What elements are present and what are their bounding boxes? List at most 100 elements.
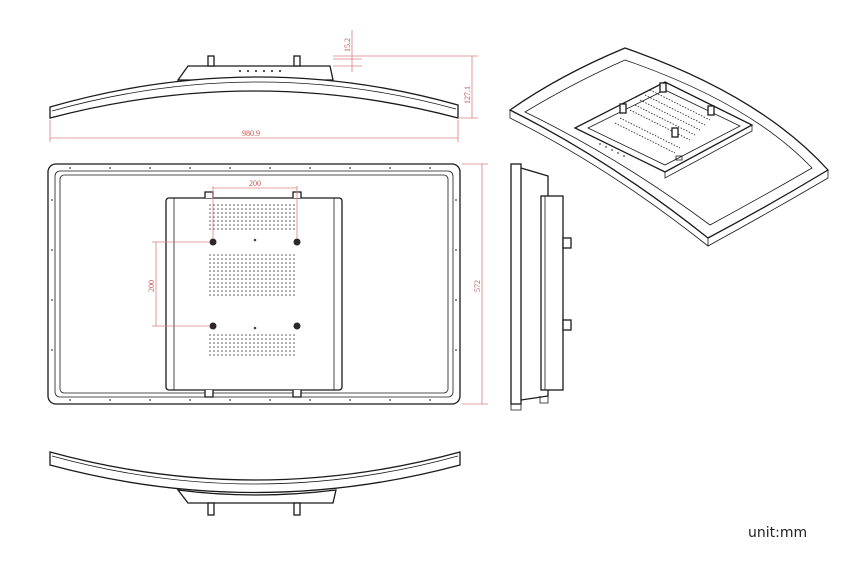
vent-hole bbox=[261, 262, 263, 264]
vent-hole bbox=[257, 212, 259, 214]
vent-hole bbox=[285, 350, 287, 352]
vent-hole bbox=[229, 220, 231, 222]
vent-hole bbox=[233, 282, 235, 284]
vent-hole bbox=[217, 294, 219, 296]
vent-hole bbox=[285, 262, 287, 264]
vent-hole bbox=[209, 228, 211, 230]
vent-hole bbox=[293, 342, 295, 344]
vent-hole bbox=[285, 294, 287, 296]
vent-hole bbox=[209, 266, 211, 268]
vent-hole bbox=[253, 278, 255, 280]
vent-hole bbox=[269, 338, 271, 340]
vent-hole bbox=[213, 346, 215, 348]
vent-hole bbox=[285, 278, 287, 280]
vent-hole bbox=[225, 262, 227, 264]
vent-hole bbox=[221, 334, 223, 336]
vent-hole bbox=[285, 258, 287, 260]
vent-hole bbox=[293, 338, 295, 340]
top-view: 980.9 15.2 127.1 bbox=[49, 30, 478, 142]
vent-hole bbox=[221, 278, 223, 280]
vent-hole bbox=[213, 258, 215, 260]
vent-hole bbox=[265, 278, 267, 280]
vent-hole bbox=[217, 274, 219, 276]
vent-hole bbox=[225, 254, 227, 256]
vent-hole bbox=[277, 220, 279, 222]
vent-hole bbox=[233, 262, 235, 264]
vent-hole bbox=[213, 266, 215, 268]
vent-hole bbox=[285, 228, 287, 230]
vent-hole bbox=[261, 350, 263, 352]
connector bbox=[619, 103, 627, 114]
vent-hole bbox=[245, 270, 247, 272]
vent-hole bbox=[281, 258, 283, 260]
vent-hole bbox=[233, 228, 235, 230]
vent-hole bbox=[237, 208, 239, 210]
vent-hole bbox=[233, 334, 235, 336]
vent-hole bbox=[253, 262, 255, 264]
vent-hole bbox=[285, 354, 287, 356]
vent-hole bbox=[269, 224, 271, 226]
vent-hole bbox=[257, 216, 259, 218]
vent-hole bbox=[261, 254, 263, 256]
vent-hole bbox=[213, 290, 215, 292]
vent-hole bbox=[273, 278, 275, 280]
perspective-vents bbox=[614, 89, 711, 154]
vent-hole bbox=[285, 208, 287, 210]
vent-hole bbox=[269, 350, 271, 352]
vent-hole bbox=[225, 294, 227, 296]
vent-hole bbox=[233, 294, 235, 296]
vent-hole bbox=[221, 224, 223, 226]
mount-tab bbox=[292, 390, 302, 398]
vent-hole bbox=[281, 228, 283, 230]
vent-hole bbox=[261, 216, 263, 218]
vent-hole bbox=[269, 354, 271, 356]
vent-hole bbox=[241, 216, 243, 218]
vent-hole bbox=[269, 220, 271, 222]
vent-hole bbox=[229, 204, 231, 206]
vent-hole bbox=[261, 342, 263, 344]
vent-hole bbox=[241, 212, 243, 214]
vent-hole bbox=[273, 294, 275, 296]
vent-hole bbox=[281, 354, 283, 356]
vent-hole bbox=[209, 334, 211, 336]
vent-hole bbox=[237, 254, 239, 256]
vent-hole bbox=[265, 208, 267, 210]
vent-hole bbox=[249, 220, 251, 222]
vent-hole bbox=[253, 334, 255, 336]
vent-hole bbox=[209, 212, 211, 214]
vent-hole bbox=[257, 220, 259, 222]
vent-hole bbox=[257, 258, 259, 260]
vent-hole bbox=[269, 212, 271, 214]
vent-hole bbox=[237, 266, 239, 268]
vent-hole bbox=[241, 220, 243, 222]
connector bbox=[293, 55, 301, 67]
vent-hole bbox=[269, 286, 271, 288]
vent-hole bbox=[221, 220, 223, 222]
vent-hole bbox=[245, 334, 247, 336]
vent-hole bbox=[281, 216, 283, 218]
vent-hole bbox=[217, 204, 219, 206]
vent-hole bbox=[213, 282, 215, 284]
frame-screws bbox=[51, 167, 457, 401]
vent-hole bbox=[273, 274, 275, 276]
vent-hole bbox=[229, 262, 231, 264]
vent-hole bbox=[261, 282, 263, 284]
vent-hole bbox=[265, 254, 267, 256]
vent-hole bbox=[233, 342, 235, 344]
vent-hole bbox=[213, 212, 215, 214]
vent-hole bbox=[253, 212, 255, 214]
vent-hole bbox=[241, 350, 243, 352]
dim-total-width: 980.9 bbox=[242, 129, 260, 138]
vent-hole bbox=[249, 354, 251, 356]
vent-hole bbox=[221, 254, 223, 256]
vent-hole bbox=[229, 208, 231, 210]
vent-hole bbox=[281, 282, 283, 284]
bottom-view-bracket bbox=[176, 489, 337, 504]
vent-hole bbox=[257, 290, 259, 292]
back-view: 200 200 572 bbox=[47, 163, 488, 405]
vent-hole bbox=[273, 204, 275, 206]
vent-hole bbox=[249, 334, 251, 336]
vent-hole bbox=[237, 350, 239, 352]
vent-hole bbox=[217, 346, 219, 348]
